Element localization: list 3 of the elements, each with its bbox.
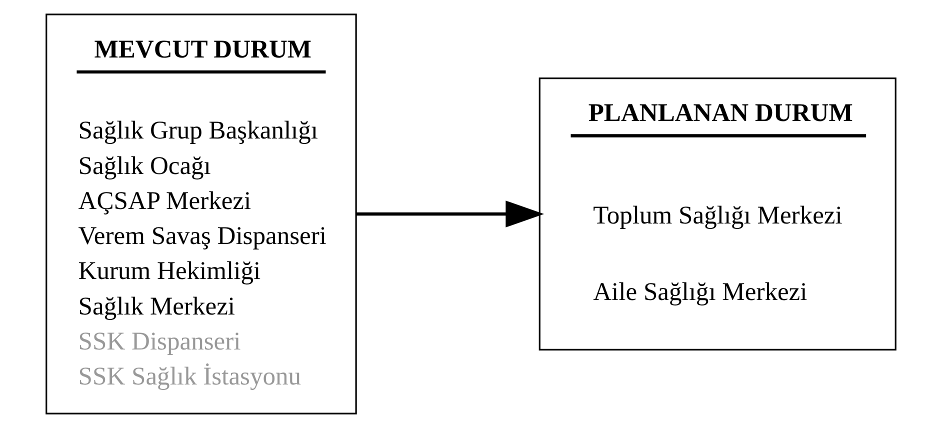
arrow (356, 200, 544, 228)
node-box: PLANLANAN DURUM Toplum Sağlığı Merkezi Aile Sağlığı Merkezi (538, 78, 896, 350)
node-box: MEVCUT DURUM Sağlık Grup Başkanlığı Sağlık Ocağı AÇSAP Merkezi Verem Savaş Dispanseri Kurum Hekimliği Sağlık Merkezi SSK Dispanseri SSK Sağlık İstasyonu (45, 14, 356, 414)
